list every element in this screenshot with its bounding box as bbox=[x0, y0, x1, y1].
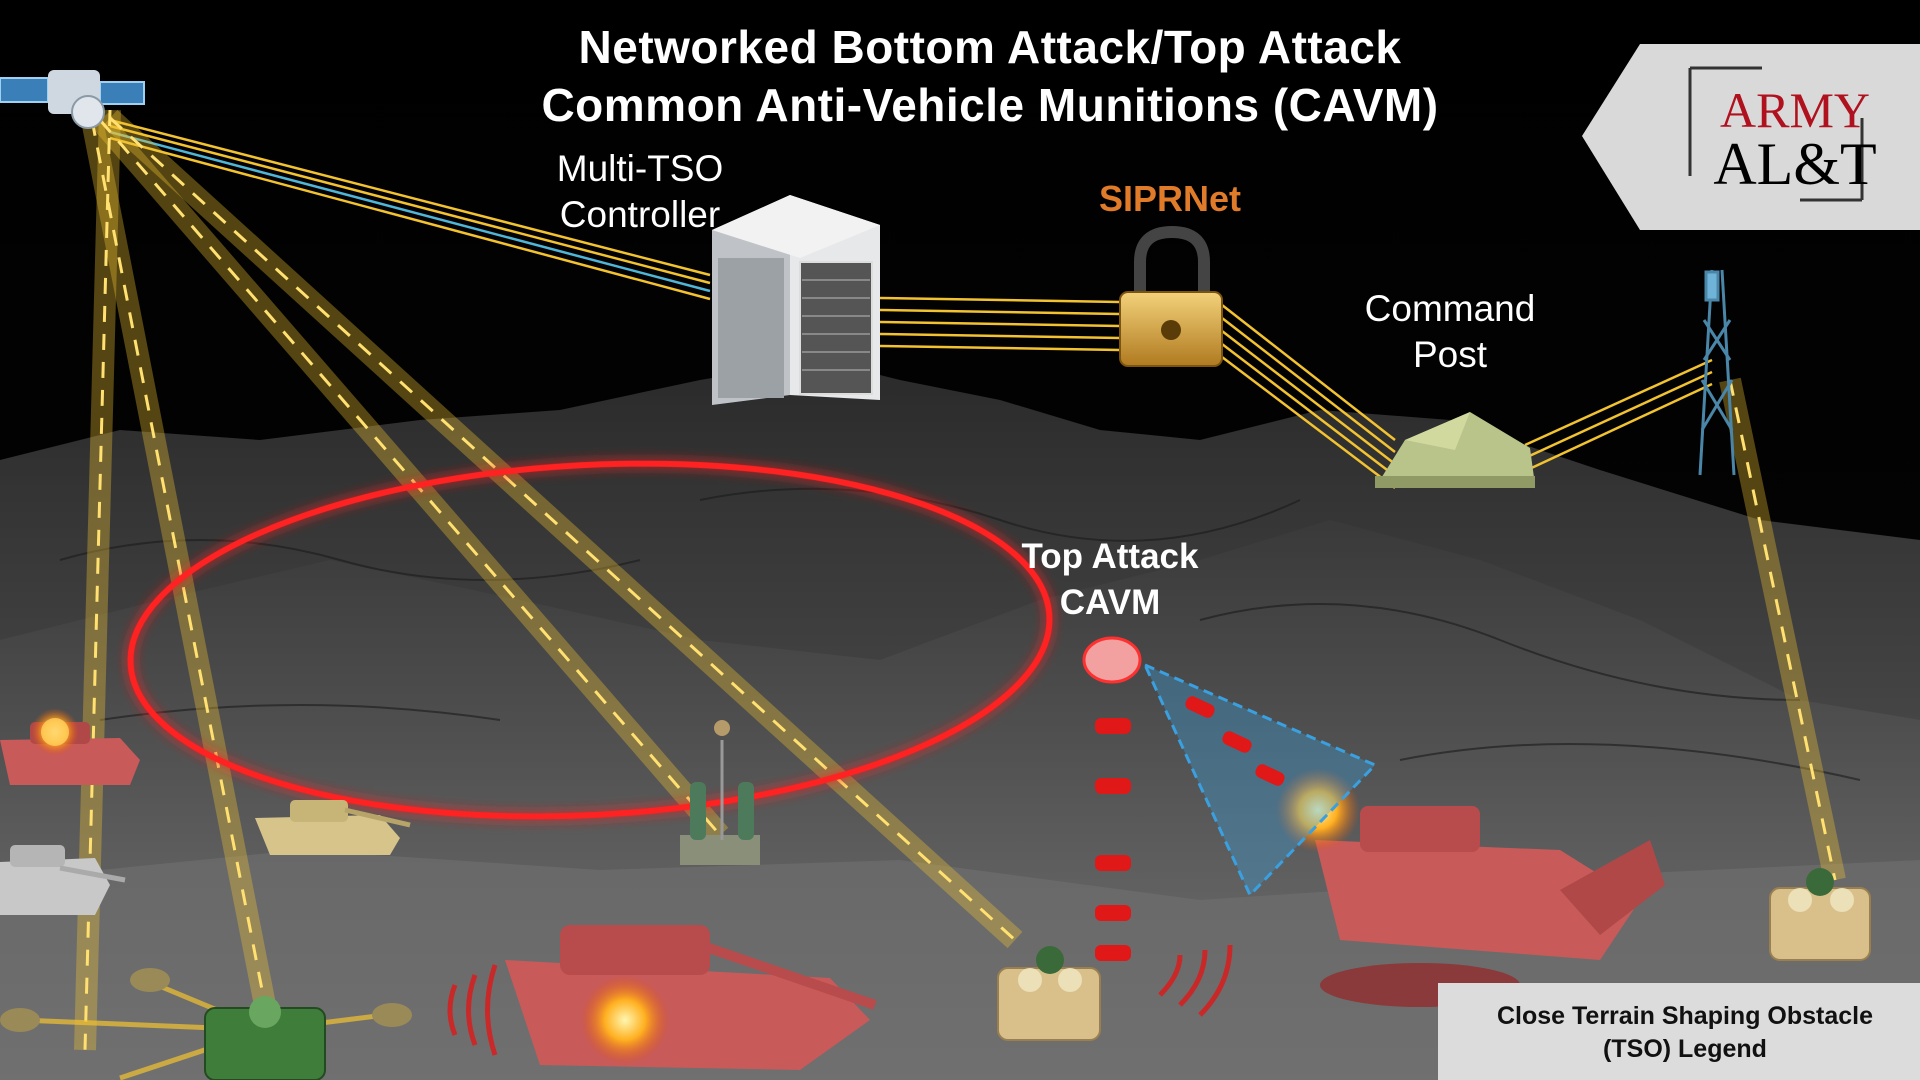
command-post-to-tower-lines bbox=[1524, 358, 1713, 473]
command-post-label: Command Post bbox=[1340, 286, 1560, 378]
sensor-cone bbox=[1142, 662, 1378, 898]
padlock-icon bbox=[1119, 225, 1223, 367]
logo-army-text: ARMY bbox=[1719, 82, 1871, 138]
tso-launcher-icon bbox=[680, 720, 760, 865]
server-rack-icon bbox=[712, 195, 880, 405]
title-line-1: Networked Bottom Attack/Top Attack bbox=[578, 21, 1402, 73]
diagram-title: Networked Bottom Attack/Top Attack Commo… bbox=[440, 18, 1540, 134]
tank-icon-friendly-grey bbox=[0, 845, 126, 915]
army-alt-logo: ARMY AL&T bbox=[1580, 44, 1920, 230]
controller-label-line-2: Controller bbox=[559, 194, 721, 235]
tso-munition-icon-right bbox=[1769, 868, 1871, 961]
tso-munition-icon-center bbox=[997, 946, 1101, 1041]
siprnet-label: SIPRNet bbox=[1098, 178, 1242, 219]
tso-mini-munitions bbox=[0, 968, 412, 1032]
top-attack-label-line-1: Top Attack bbox=[1021, 537, 1199, 576]
tso-munition-icon-green bbox=[204, 996, 326, 1080]
fire-icon-rear bbox=[41, 718, 69, 746]
tent-icon bbox=[1375, 412, 1535, 488]
legend-line-2: (TSO) Legend bbox=[1603, 1035, 1767, 1063]
top-attack-label: Top Attack CAVM bbox=[995, 534, 1225, 626]
logo-alt-text: AL&T bbox=[1713, 131, 1877, 197]
submunition-trail bbox=[1095, 696, 1285, 961]
signal-arcs bbox=[447, 944, 1233, 1056]
tank-icon-friendly-tan bbox=[255, 800, 411, 855]
dashed-broadcast-dashes bbox=[83, 109, 1837, 1051]
vehicle-icon-enemy-engineer bbox=[1276, 768, 1665, 1007]
alert-detection-ring bbox=[127, 460, 1053, 820]
command-post-label-line-1: Command bbox=[1364, 288, 1536, 329]
top-attack-label-line-2: CAVM bbox=[1059, 583, 1161, 622]
top-attack-munition-icon bbox=[1082, 636, 1142, 684]
satellite-uplink-lines bbox=[109, 118, 711, 301]
controller-label-line-1: Multi-TSO bbox=[556, 148, 724, 189]
legend-panel bbox=[1438, 983, 1920, 1080]
radio-tower-icon bbox=[1698, 269, 1736, 476]
controller-to-lock-lines bbox=[879, 296, 1121, 352]
command-post-label-line-2: Post bbox=[1412, 334, 1488, 375]
tank-icon-enemy-foreground bbox=[505, 925, 877, 1070]
controller-label: Multi-TSO Controller bbox=[530, 146, 750, 238]
legend-line-1: Close Terrain Shaping Obstacle bbox=[1496, 1002, 1874, 1030]
logo-frame bbox=[1688, 66, 1864, 202]
title-line-2: Common Anti-Vehicle Munitions (CAVM) bbox=[541, 79, 1439, 131]
satellite-icon bbox=[0, 70, 145, 129]
legend-text: Close Terrain Shaping Obstacle (TSO) Leg… bbox=[1455, 1000, 1915, 1066]
lock-to-command-post-lines bbox=[1221, 304, 1396, 489]
logo-banner bbox=[1582, 44, 1920, 230]
